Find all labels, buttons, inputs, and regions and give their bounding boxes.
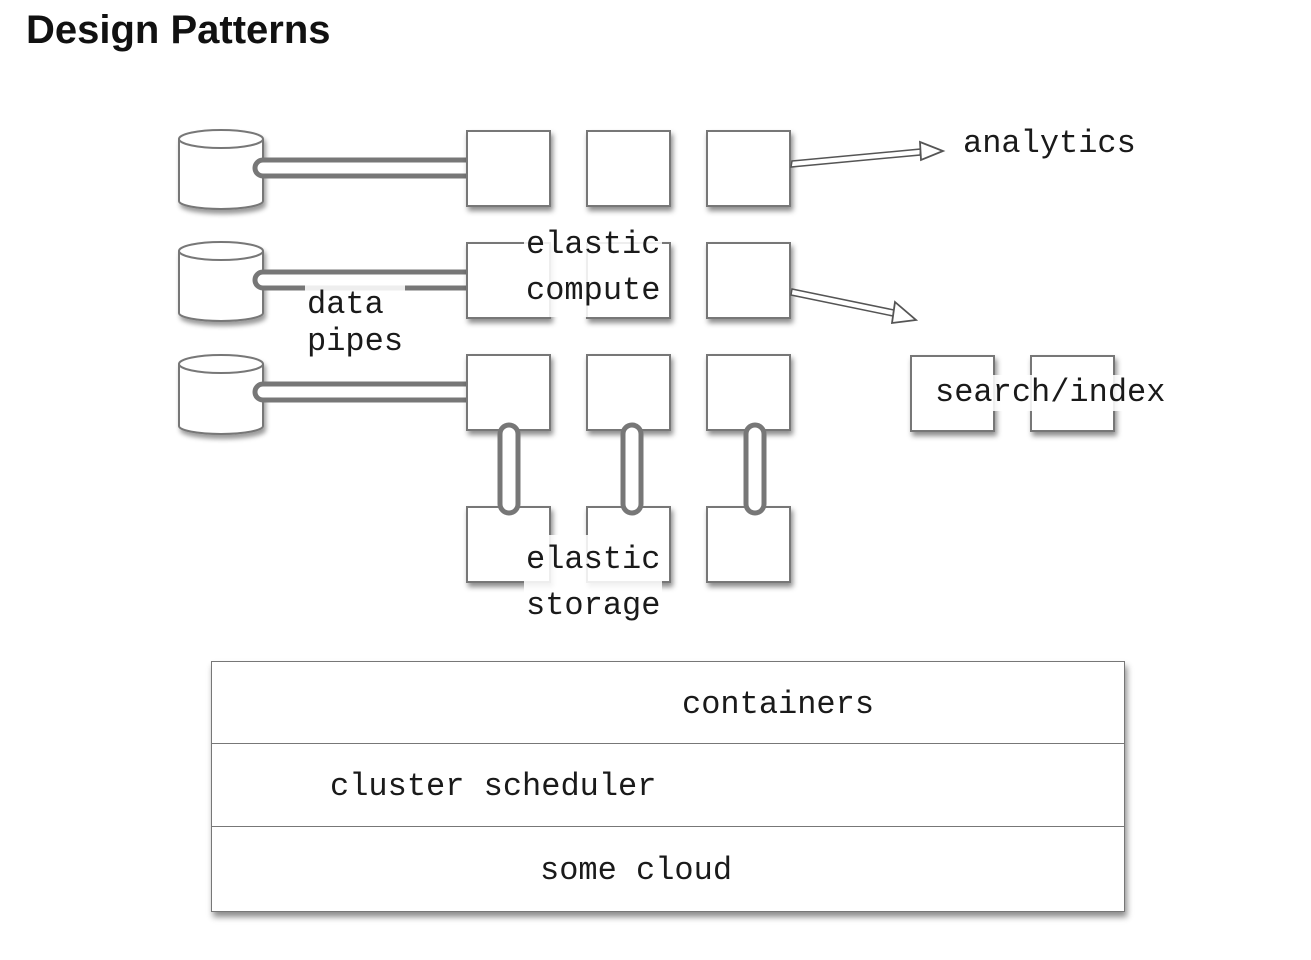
some-cloud-layer: some cloud — [211, 826, 1125, 912]
elastic-compute-label: elastic compute — [524, 220, 663, 317]
arrow-to-analytics — [790, 140, 946, 168]
compute-node — [706, 242, 791, 319]
containers-label: containers — [682, 686, 875, 723]
cluster-scheduler-layer: cluster scheduler — [211, 743, 1125, 828]
database-icon-1 — [178, 129, 264, 210]
elastic-storage-label: elastic storage — [524, 535, 663, 632]
storage-link-2 — [620, 422, 644, 516]
compute-node — [706, 354, 791, 431]
compute-node — [706, 130, 791, 207]
cluster-scheduler-label: cluster scheduler — [330, 768, 657, 805]
database-icon-2 — [178, 241, 264, 322]
analytics-label: analytics — [963, 125, 1136, 162]
compute-node — [586, 130, 671, 207]
some-cloud-label: some cloud — [540, 852, 733, 889]
storage-link-3 — [743, 422, 767, 516]
compute-node — [466, 354, 551, 431]
containers-layer: containers — [211, 661, 1125, 745]
compute-node — [466, 130, 551, 207]
search-index-label: search/index — [933, 374, 1168, 411]
database-icon-3 — [178, 354, 264, 435]
arrow-to-search-index — [790, 288, 919, 325]
storage-node — [706, 506, 791, 583]
storage-link-1 — [497, 422, 521, 516]
data-pipes-label: data pipes — [305, 285, 406, 363]
page-title: Design Patterns — [26, 8, 331, 52]
